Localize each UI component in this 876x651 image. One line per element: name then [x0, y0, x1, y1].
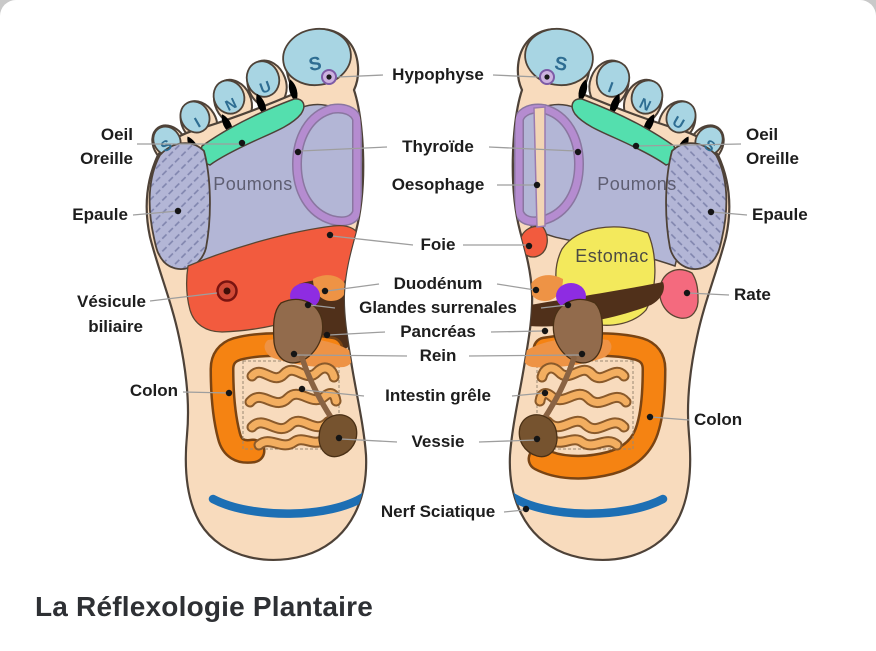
label-oreille-right: Oreille — [746, 149, 799, 168]
pointer-line — [328, 331, 386, 336]
zone-label-poumons-left: Poumons — [213, 174, 293, 194]
label-rein: Rein — [420, 346, 457, 365]
pointer-line — [478, 439, 537, 443]
marker-dot — [323, 331, 331, 339]
marker-dot — [541, 389, 549, 397]
pointer-line — [295, 354, 408, 357]
page-title: La Réflexologie Plantaire — [35, 591, 373, 622]
marker-dot — [290, 350, 298, 358]
pointer-line — [488, 146, 577, 152]
pointer-line — [496, 283, 536, 291]
marker-dot — [574, 148, 582, 156]
marker-dot — [564, 301, 572, 309]
label-intestin-grele: Intestin grêle — [385, 386, 491, 405]
marker-dot — [533, 181, 541, 189]
zone-label-poumons-right: Poumons — [597, 174, 677, 194]
marker-dot — [632, 142, 640, 150]
reflexology-diagram: S I N U S S I N U S Poumons Poumons Esto… — [72, 0, 808, 580]
label-epaule-right: Epaule — [752, 205, 808, 224]
labels: Oeil Oreille Epaule Vésicule biliaire Co… — [72, 65, 808, 521]
label-epaule-left: Epaule — [72, 205, 128, 224]
oesophagus-stripe — [533, 106, 546, 228]
label-rate: Rate — [734, 285, 771, 304]
marker-dot — [294, 148, 302, 156]
pointer-line — [309, 304, 336, 309]
label-glandes-surrenales: Glandes surrenales — [359, 298, 517, 317]
pointer-line — [149, 292, 218, 302]
marker-dot — [541, 327, 549, 335]
pointer-line — [326, 283, 380, 292]
marker-dot — [321, 287, 329, 295]
marker-dot — [525, 242, 533, 250]
right-foot — [510, 24, 731, 560]
label-oreille-left: Oreille — [80, 149, 133, 168]
marker-dots — [174, 139, 715, 513]
toe-letter: S — [307, 53, 323, 76]
gallbladder-marker-dot — [223, 287, 231, 295]
label-nerf-sciatique: Nerf Sciatique — [381, 502, 495, 521]
marker-dot — [522, 505, 530, 513]
toe-letter: I — [606, 79, 616, 96]
label-oeil-right: Oeil — [746, 125, 778, 144]
liver-spot-right — [519, 225, 548, 258]
label-thyroide: Thyroïde — [402, 137, 474, 156]
marker-dot — [533, 435, 541, 443]
pointer-line — [337, 74, 384, 78]
label-colon-right: Colon — [694, 410, 742, 429]
pointer-line — [182, 391, 230, 394]
pointer-line — [650, 416, 690, 421]
colon-zone-right-fill — [530, 334, 664, 478]
marker-dot — [646, 413, 654, 421]
marker-dot — [225, 389, 233, 397]
marker-dot — [174, 207, 182, 215]
pointer-lines — [132, 74, 748, 513]
label-vessie: Vessie — [412, 432, 465, 451]
left-foot — [145, 24, 366, 560]
pointer-line — [299, 146, 388, 152]
marker-dot — [335, 434, 343, 442]
label-vesicule-line2: biliaire — [88, 317, 143, 336]
pointer-line — [132, 210, 179, 216]
pointer-line — [492, 74, 539, 78]
marker-dot — [326, 231, 334, 239]
marker-dot — [298, 385, 306, 393]
pointer-line — [340, 438, 398, 443]
pointer-line — [687, 292, 730, 296]
toe-letter: S — [553, 53, 569, 76]
marker-dot — [578, 350, 586, 358]
pointer-line — [711, 211, 748, 216]
pointer-line — [540, 304, 568, 309]
pointer-line — [503, 509, 525, 513]
zone-label-estomac: Estomac — [575, 246, 649, 266]
pointer-line — [511, 392, 545, 397]
label-oesophage: Oesophage — [392, 175, 485, 194]
marker-dot — [532, 286, 540, 294]
pointer-line — [490, 330, 544, 333]
label-pancreas: Pancréas — [400, 322, 476, 341]
pointer-line — [331, 235, 414, 246]
label-foie: Foie — [421, 235, 456, 254]
marker-dot — [304, 301, 312, 309]
marker-dot — [238, 139, 246, 147]
pointer-line — [468, 354, 582, 357]
marker-dot — [683, 289, 691, 297]
spleen-zone — [659, 269, 699, 319]
label-hypophyse: Hypophyse — [392, 65, 484, 84]
label-oeil-left: Oeil — [101, 125, 133, 144]
pointer-line — [636, 143, 742, 147]
label-vesicule-line1: Vésicule — [77, 292, 146, 311]
label-duodenum: Duodénum — [394, 274, 483, 293]
pointer-line — [303, 389, 365, 397]
label-colon-left: Colon — [130, 381, 178, 400]
marker-dot — [707, 208, 715, 216]
